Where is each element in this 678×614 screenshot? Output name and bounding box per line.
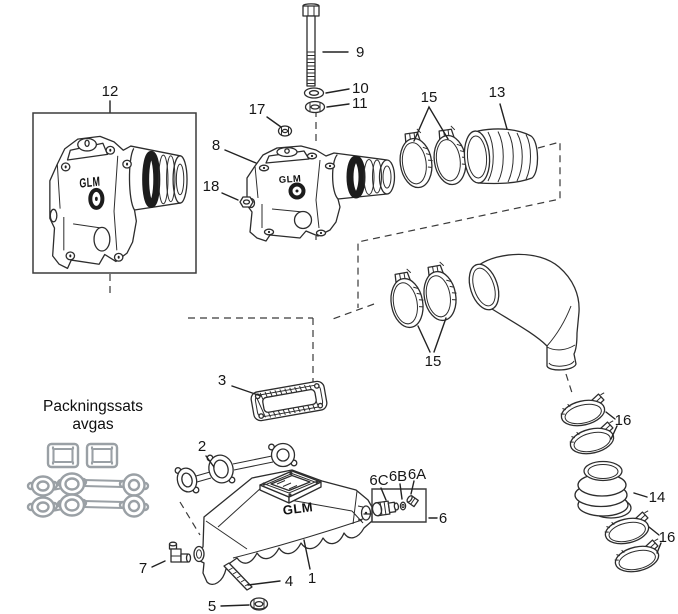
bellows-hose-14 <box>575 462 631 519</box>
plug-6a <box>406 495 418 507</box>
drain-plug-6c <box>372 500 400 517</box>
glm-logo: GLM <box>282 499 314 518</box>
hose-clamp-15 <box>417 259 462 324</box>
nut-17 <box>279 126 292 136</box>
stud-4 <box>224 563 252 590</box>
part-label-4: 4 <box>285 573 293 590</box>
part-label-17: 17 <box>249 101 266 118</box>
gasket-kit-label-line2: avgas <box>72 416 114 433</box>
part-label-6c: 6C <box>369 472 388 489</box>
part-label-6a: 6A <box>408 466 426 483</box>
part-label-8: 8 <box>212 137 220 154</box>
manifold-gasket-2 <box>175 444 297 495</box>
callouts: 9 10 11 17 8 18 15 13 15 16 14 16 3 2 1 … <box>139 44 676 614</box>
plug-18 <box>240 197 253 207</box>
mounting-bolt-9 <box>303 4 319 86</box>
part-label-3: 3 <box>218 372 226 389</box>
gasket-kit-icons <box>26 442 150 518</box>
part-label-16: 16 <box>615 412 632 429</box>
part-label-2: 2 <box>198 438 206 455</box>
part-label-15: 15 <box>425 353 442 370</box>
hose-clamp-16 <box>556 389 614 431</box>
exhaust-hose-13 <box>463 129 538 184</box>
nut-11 <box>306 102 325 113</box>
drain-fitting-7 <box>170 542 191 562</box>
part-label-6: 6 <box>439 510 447 527</box>
part-label-7: 7 <box>139 560 147 577</box>
part-label-12: 12 <box>102 83 119 100</box>
part-label-10: 10 <box>352 80 369 97</box>
part-label-6b: 6B <box>389 468 407 485</box>
part-label-16: 16 <box>659 529 676 546</box>
nut-5 <box>251 598 268 610</box>
exhaust-manifold-1: GLM <box>194 470 372 584</box>
part-label-15: 15 <box>421 89 438 106</box>
riser-gasket-3 <box>250 380 328 421</box>
part-label-5: 5 <box>208 598 216 614</box>
part-label-13: 13 <box>489 84 506 101</box>
part-label-9: 9 <box>356 44 364 61</box>
drain-plug-kit-6 <box>364 489 426 522</box>
exhaust-elbow-8 <box>247 146 395 241</box>
lock-washer-10 <box>305 88 324 98</box>
exhaust-pipe-elbow <box>464 254 579 370</box>
washer-6b <box>400 502 405 510</box>
part-label-11: 11 <box>352 95 368 112</box>
riser-kit-box-12: 12 <box>33 83 196 273</box>
gasket-kit-label-line1: Packningssats <box>43 398 143 415</box>
hose-clamp-15 <box>384 266 429 331</box>
part-label-18: 18 <box>203 178 220 195</box>
part-label-1: 1 <box>308 570 316 587</box>
part-label-14: 14 <box>649 489 666 506</box>
